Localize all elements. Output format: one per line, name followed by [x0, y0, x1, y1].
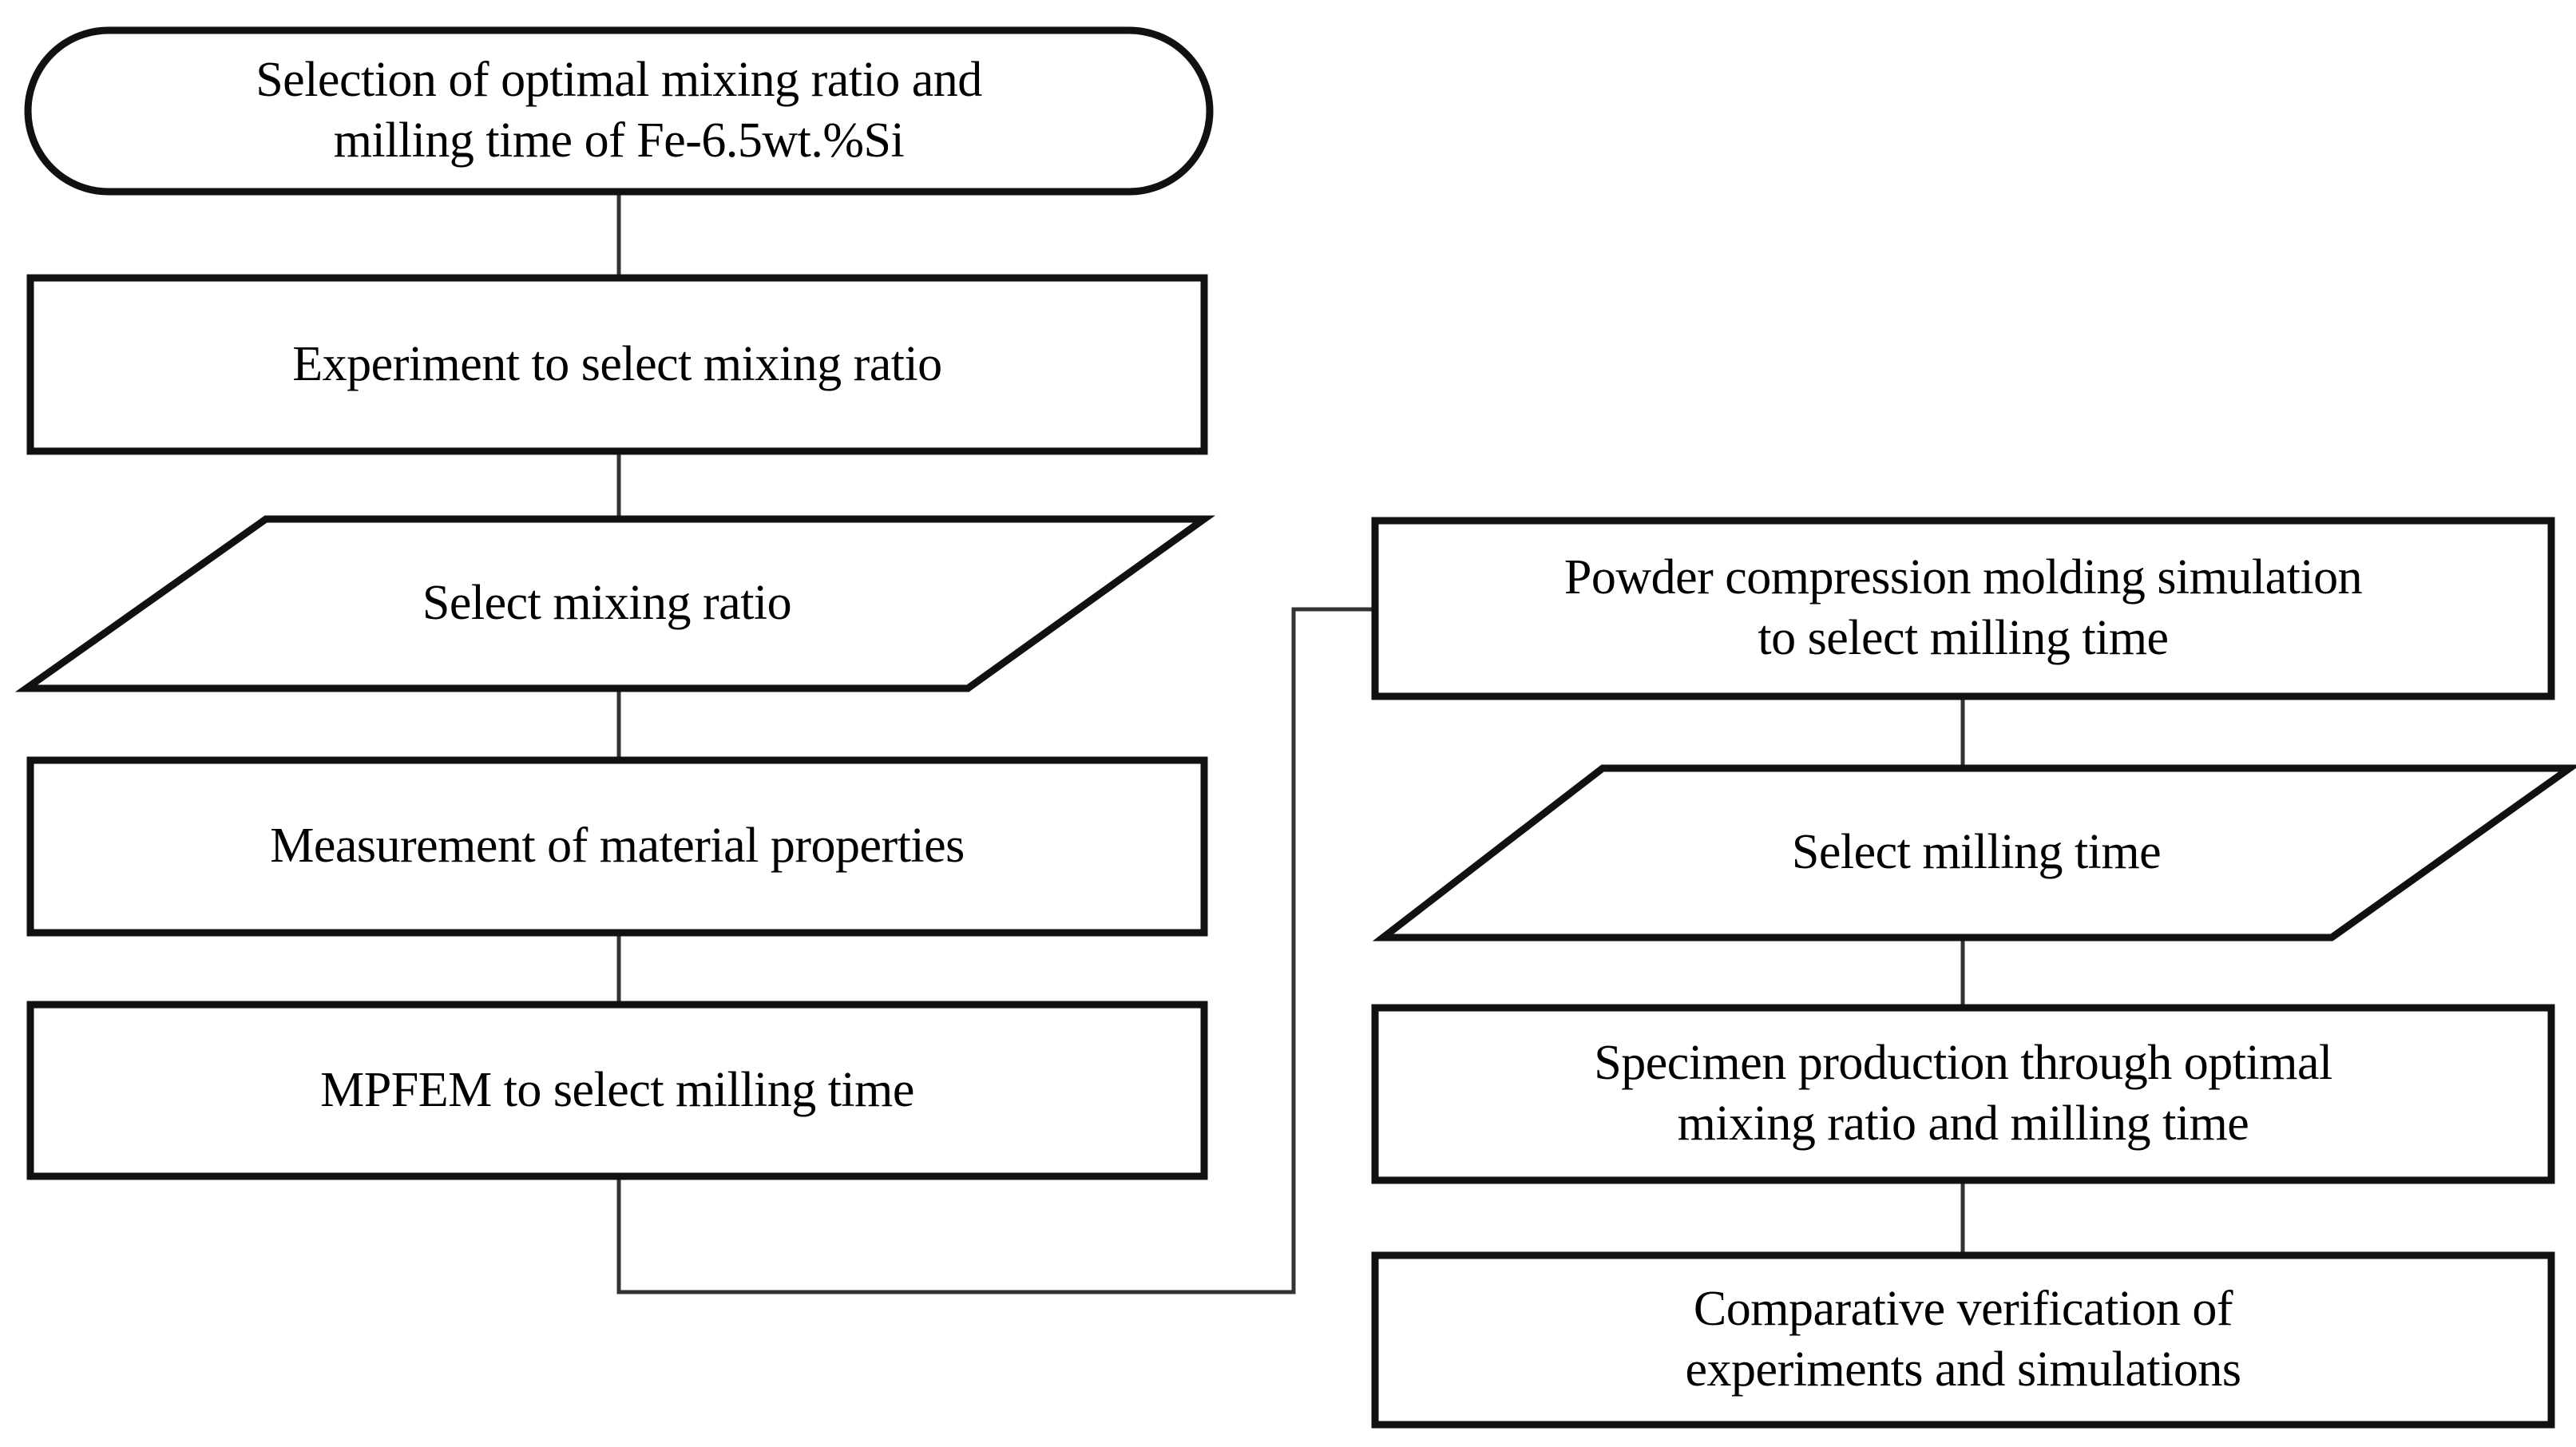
node-shape-experiment-mixing-ratio[interactable] — [26, 274, 1208, 455]
node-shape-select-mixing-ratio[interactable] — [14, 515, 1216, 692]
node-shape-comparative-verification[interactable] — [1371, 1251, 2555, 1429]
node-shape-specimen-production[interactable] — [1371, 1004, 2555, 1184]
node-shape-start[interactable] — [24, 26, 1214, 196]
node-shape-mpfem-milling-time[interactable] — [26, 1001, 1208, 1180]
edge-mpfem-to-powder-simulation — [616, 607, 1375, 1294]
node-shape-measure-material-properties[interactable] — [26, 756, 1208, 937]
node-shape-select-milling-time[interactable] — [1372, 764, 2576, 942]
node-shape-powder-compression-simulation[interactable] — [1371, 517, 2555, 700]
